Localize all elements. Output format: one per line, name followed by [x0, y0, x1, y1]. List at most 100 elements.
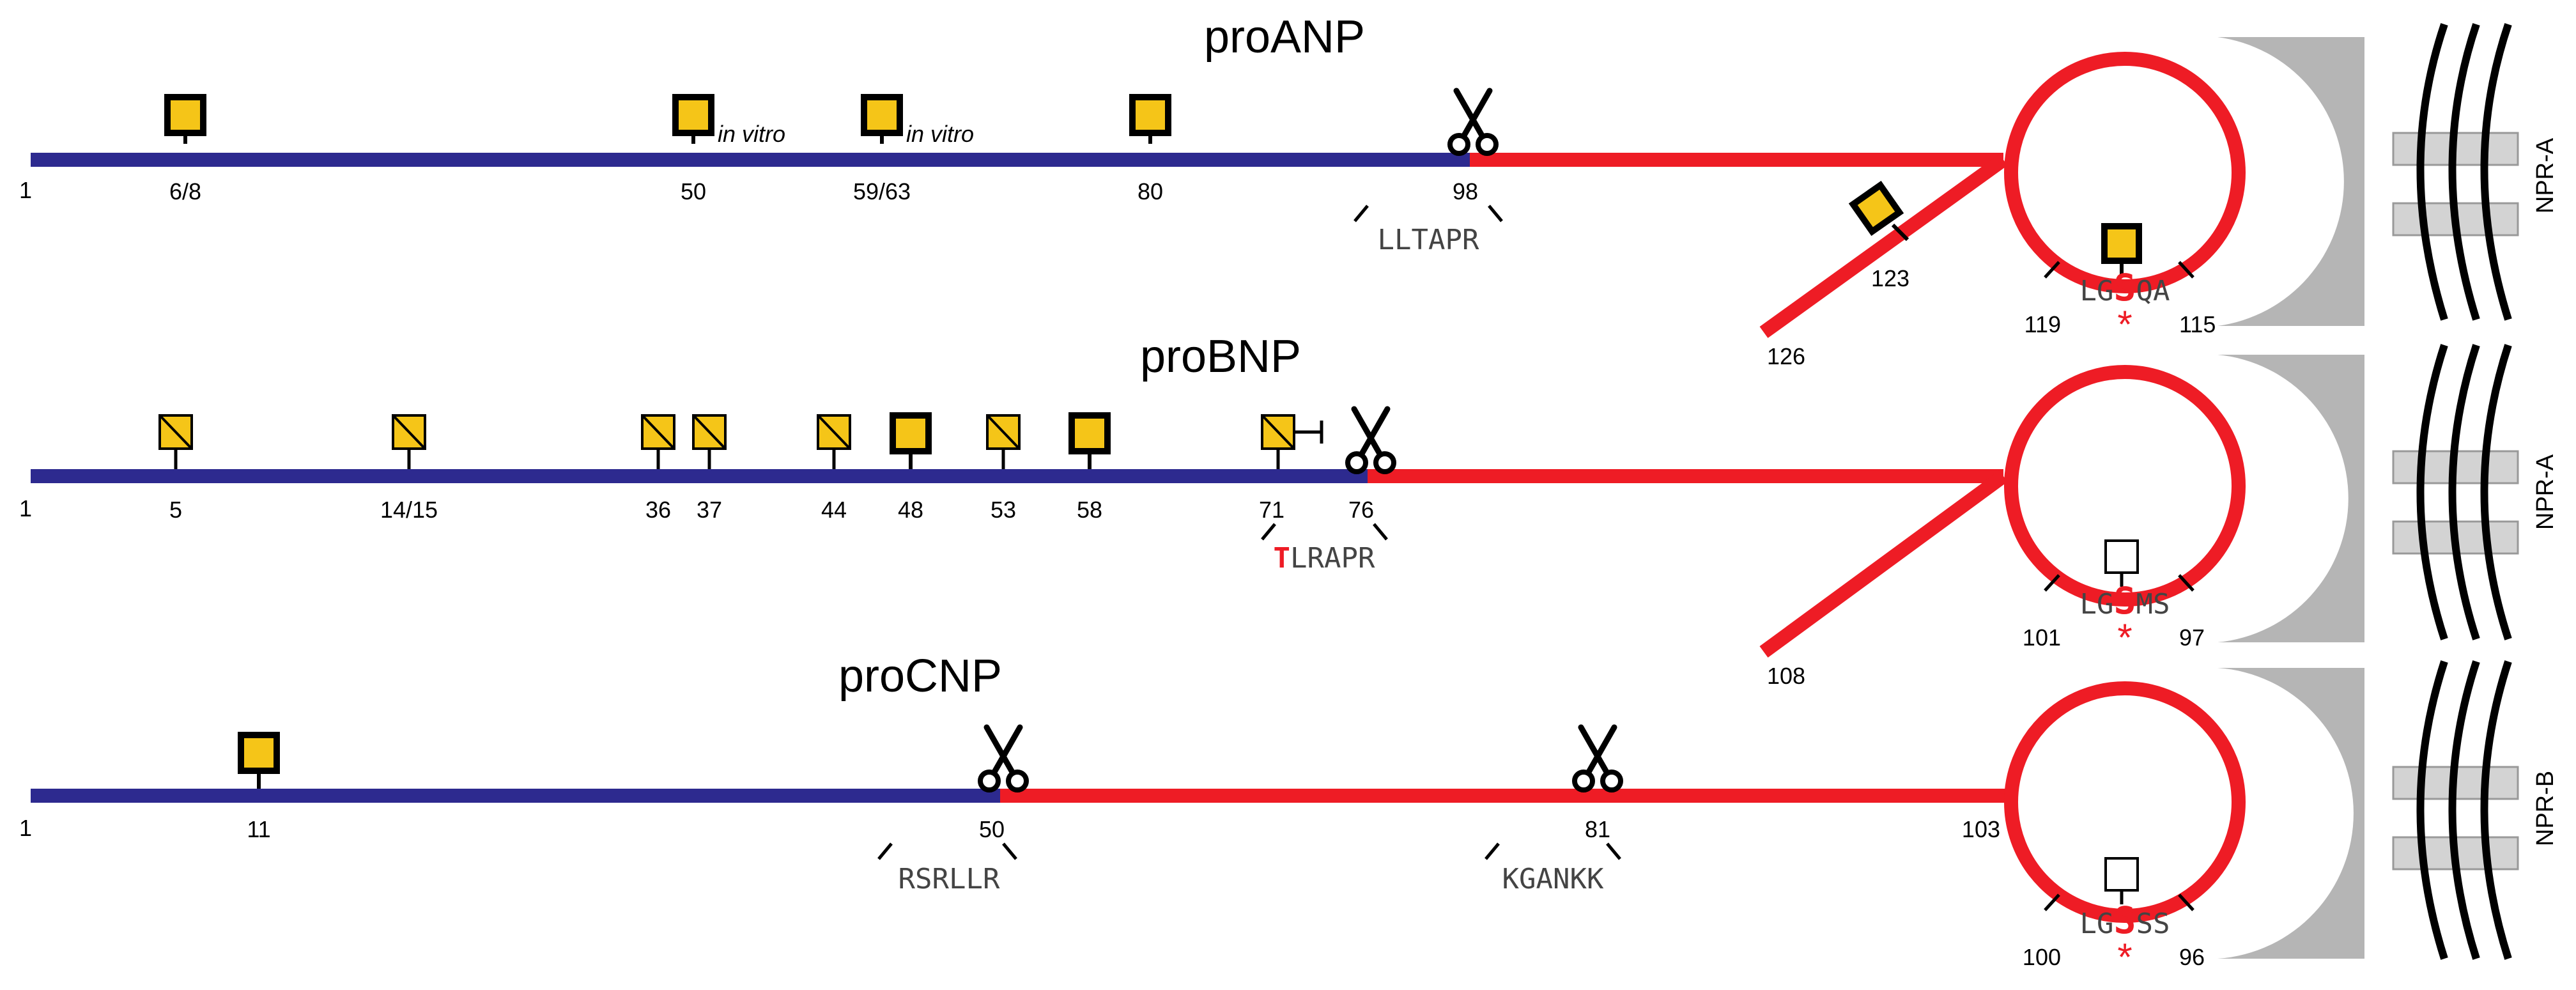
membrane-line: [2416, 660, 2448, 960]
title-probnp: proBNP: [1140, 331, 1301, 382]
site-label: 80: [1138, 178, 1163, 205]
receptor-label: NPR-A: [2532, 454, 2559, 530]
glycan-site-bnp-14-15: 14/15: [380, 414, 438, 523]
ring-bracket-left: [2044, 893, 2060, 911]
site-label: 6/8: [169, 178, 201, 205]
site-label: 37: [697, 497, 722, 523]
cleavage-label: 98: [1453, 178, 1478, 205]
ring-left-label: 101: [2023, 624, 2061, 651]
start-label-bnp: 1: [19, 495, 32, 522]
ring-sequence-anp: LGSQA: [2080, 266, 2170, 309]
glycan-site-bnp-53: 53: [986, 414, 1021, 523]
mature-tail-anp: [1759, 154, 2008, 338]
site-label: 44: [821, 497, 847, 523]
membrane-line: [2416, 344, 2448, 640]
site-label: 58: [1077, 497, 1102, 523]
glycan-site-bnp-37: 37: [692, 414, 727, 523]
cleavage-site-anp-98: 98 LLTAPR: [1354, 91, 1503, 256]
glycan-site-anp-59-63: in vitro 59/63: [853, 94, 974, 205]
site-label: 53: [991, 497, 1016, 523]
cleavage-site-cnp-81: 81 KGANKK: [1485, 727, 1621, 895]
site-label: 14/15: [380, 497, 438, 523]
receptor-body: [2217, 668, 2364, 959]
glycan-open-icon: [2104, 857, 2139, 892]
glycan-site-anp-50: in vitro 50: [672, 94, 785, 205]
motif-bracket-right: [1488, 205, 1503, 222]
ring-sequence-bnp: LGSMS: [2080, 579, 2170, 623]
site-label: 11: [247, 816, 270, 842]
glycan-square-icon: [672, 94, 714, 136]
mature-peptide-ring-cnp: [2004, 681, 2246, 923]
receptor-body: [2217, 37, 2364, 326]
cleavage-motif: TLRAPR: [1274, 542, 1375, 575]
membrane-line: [2480, 23, 2512, 321]
receptor-body: [2217, 355, 2364, 642]
motif-bracket-left: [877, 842, 893, 860]
cleavage-motif: KGANKK: [1502, 863, 1604, 895]
cleavage-label: 76: [1348, 497, 1374, 523]
glycan-square-icon: [164, 94, 206, 136]
membrane-line: [2416, 23, 2448, 321]
membrane-line: [2448, 344, 2480, 640]
receptor-npr-b: NPR-B: [2217, 660, 2559, 960]
mature-tail-bnp: [1759, 470, 2008, 658]
site-note-in-vitro: in vitro: [718, 121, 785, 147]
ring-left-label: 100: [2023, 944, 2061, 970]
motif-bracket-left: [1354, 205, 1369, 222]
start-label-cnp: 1: [19, 815, 32, 841]
receptor-npr-a-1: NPR-A: [2217, 23, 2559, 326]
title-procnp: proCNP: [838, 651, 1002, 702]
ring-glycan-bnp: [2104, 539, 2139, 587]
site-note-in-vitro: in vitro: [906, 121, 974, 147]
ring-bracket-left: [2044, 261, 2060, 279]
ring-right-label: 115: [2179, 311, 2216, 337]
membrane-line: [2480, 344, 2512, 640]
end-label-cnp: 103: [1962, 816, 2000, 842]
receptor-label: NPR-B: [2532, 771, 2559, 846]
row-proanp: proANP 1 6/8 in vitro 50 in vitro 59/63 …: [19, 12, 2559, 369]
ring-bracket-right: [2178, 574, 2194, 592]
phospho-asterisk-icon: *: [2117, 303, 2132, 346]
scissors-icon: [980, 727, 1026, 790]
scissors-icon: [1348, 409, 1394, 472]
cleavage-label: 81: [1585, 816, 1610, 842]
glycan-square-icon: [1848, 180, 1904, 236]
motif-bracket-right: [1002, 842, 1017, 860]
ring-right-label: 96: [2179, 944, 2205, 970]
membrane-line: [2480, 660, 2512, 960]
row-procnp: proCNP 1 11 50 RSRLLR 81 KGANKK 103: [19, 651, 2559, 978]
ring-right-label: 97: [2179, 624, 2205, 651]
receptor-npr-a-2: NPR-A: [2217, 344, 2559, 642]
ring-left-label: 119: [2025, 311, 2061, 337]
glycan-site-bnp-48: 48: [890, 412, 932, 523]
tail-end-label-anp: 126: [1767, 343, 1805, 369]
site-label: 48: [898, 497, 923, 523]
glycan-site-anp-123: 123: [1848, 180, 1909, 291]
membrane-line: [2448, 660, 2480, 960]
membrane-line: [2448, 23, 2480, 321]
glycan-square-icon: [2101, 223, 2142, 264]
start-label-anp: 1: [19, 177, 32, 203]
ring-bracket-right: [2178, 261, 2194, 279]
glycan-square-icon: [890, 412, 932, 454]
glycan-square-icon: [1068, 412, 1111, 454]
glycan-site-bnp-71: 71: [1259, 414, 1323, 523]
cleavage-site-bnp-76: 76 TLRAPR: [1261, 409, 1394, 575]
motif-bracket-right: [1373, 523, 1388, 541]
glycan-square-icon: [238, 732, 280, 774]
cleavage-site-cnp-50: 50 RSRLLR: [877, 727, 1026, 895]
glycan-site-bnp-5: 5: [158, 414, 193, 523]
glycan-site-anp-6-8: 6/8: [164, 94, 206, 205]
glycan-open-icon: [2104, 539, 2139, 574]
mature-peptide-ring-anp: [2004, 52, 2246, 293]
phospho-asterisk-icon: *: [2117, 616, 2132, 659]
site-label: 71: [1259, 497, 1284, 523]
phospho-asterisk-icon: *: [2117, 936, 2132, 978]
scissors-icon: [1575, 727, 1621, 790]
glycan-site-bnp-58: 58: [1068, 412, 1111, 523]
tail-end-label-bnp: 108: [1767, 663, 1805, 689]
motif-bracket-right: [1606, 842, 1621, 860]
mature-peptide-ring-bnp: [2004, 365, 2246, 607]
title-proanp: proANP: [1204, 12, 1365, 63]
cleavage-motif: RSRLLR: [899, 863, 1000, 895]
